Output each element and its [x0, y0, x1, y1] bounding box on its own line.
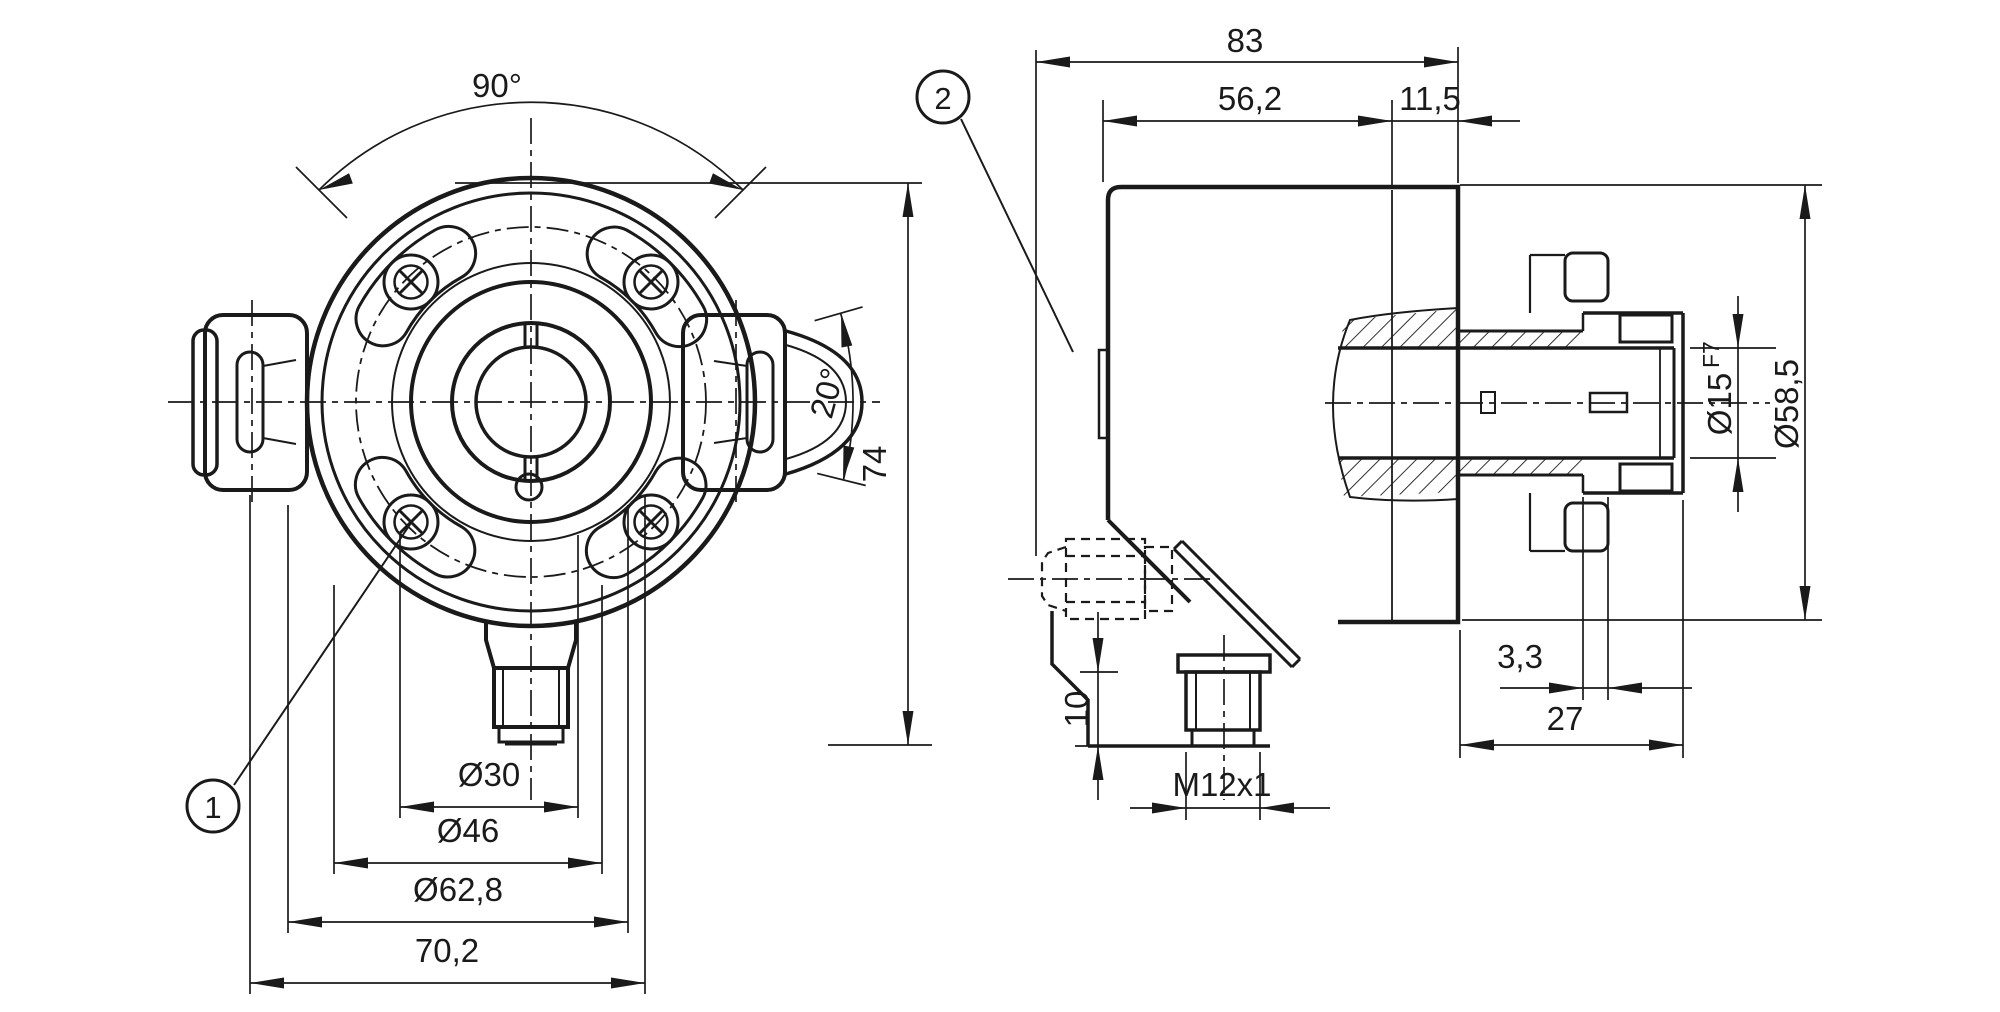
- body-side-tab: [1097, 348, 1110, 440]
- dim-bore-15: Ø15 F7: [1690, 296, 1776, 512]
- dim-dia-30: Ø30: [399, 535, 579, 818]
- dim-depth-27: 27: [1459, 500, 1684, 758]
- dim-angle-90: 90°: [295, 67, 767, 219]
- dim-len-83: 83: [1035, 22, 1459, 556]
- dim-label-27: 27: [1547, 700, 1584, 737]
- dim-len-11-5: 11,5: [1392, 80, 1520, 127]
- dim-len-56-2: 56,2: [1102, 80, 1393, 187]
- bolt-circle: [355, 226, 707, 578]
- dim-label-11-5: 11,5: [1399, 80, 1461, 117]
- flange-circle: [320, 191, 742, 613]
- front-view: 90° 20° 74 Ø30 Ø46: [168, 67, 932, 994]
- dim-label-m12x1: M12x1: [1172, 766, 1271, 803]
- side-m12-connector: [1050, 611, 1272, 748]
- dim-label-dia15: Ø15: [1701, 373, 1738, 435]
- dim-dia-46: Ø46: [333, 585, 603, 874]
- dim-label-70-2: 70,2: [415, 932, 479, 969]
- right-clamp-wing: [681, 313, 864, 492]
- body-chamfer-edge: [1106, 518, 1192, 604]
- dim-label-dia58-5: Ø58,5: [1768, 359, 1805, 449]
- dim-label-74: 74: [856, 446, 893, 483]
- dim-label-90deg: 90°: [472, 67, 522, 104]
- side-body-outline: [1105, 184, 1461, 625]
- callout-1: 1: [185, 519, 414, 834]
- callout-1-label: 1: [204, 790, 221, 825]
- dim-label-dia46: Ø46: [437, 812, 499, 849]
- dim-label-83: 83: [1227, 22, 1264, 59]
- hub-circle: [409, 280, 653, 524]
- dim-len-10: 10: [1058, 612, 1118, 800]
- dim-dia-62-8: Ø62,8: [287, 505, 629, 933]
- collet-slits: [523, 323, 539, 481]
- clamp-collar: [1528, 251, 1685, 553]
- dim-label-dia30: Ø30: [458, 756, 520, 793]
- set-screw-hole: [514, 472, 544, 502]
- front-m12-connector: [484, 622, 578, 746]
- left-clamp-wing: [191, 313, 309, 492]
- collet-outer-circle: [450, 321, 612, 483]
- dim-gap-3-3: 3,3: [1497, 497, 1692, 700]
- angled-connector-face: [1172, 539, 1302, 669]
- callout-2: 2: [915, 69, 1074, 353]
- side-view: 83 56,2 11,5 Ø15 F7: [915, 22, 1822, 820]
- dim-label-3-3: 3,3: [1497, 638, 1543, 675]
- dim-label-10: 10: [1058, 691, 1095, 728]
- dim-height-74: 74: [455, 182, 932, 746]
- dim-thread-m12x1: M12x1: [1130, 752, 1330, 820]
- shaft-breakout-section: [1332, 307, 1676, 502]
- hidden-connector: [1040, 537, 1174, 621]
- shaft-bore-circle: [474, 345, 588, 459]
- dim-label-dia15-tolerance: F7: [1698, 341, 1724, 368]
- dim-label-56-2: 56,2: [1218, 80, 1282, 117]
- dim-label-dia62-8: Ø62,8: [413, 871, 503, 908]
- inner-step-circle: [391, 262, 671, 542]
- callout-2-label: 2: [934, 81, 951, 116]
- dim-dia-58-5: Ø58,5: [1460, 184, 1822, 621]
- dim-width-70-2: 70,2: [249, 495, 646, 994]
